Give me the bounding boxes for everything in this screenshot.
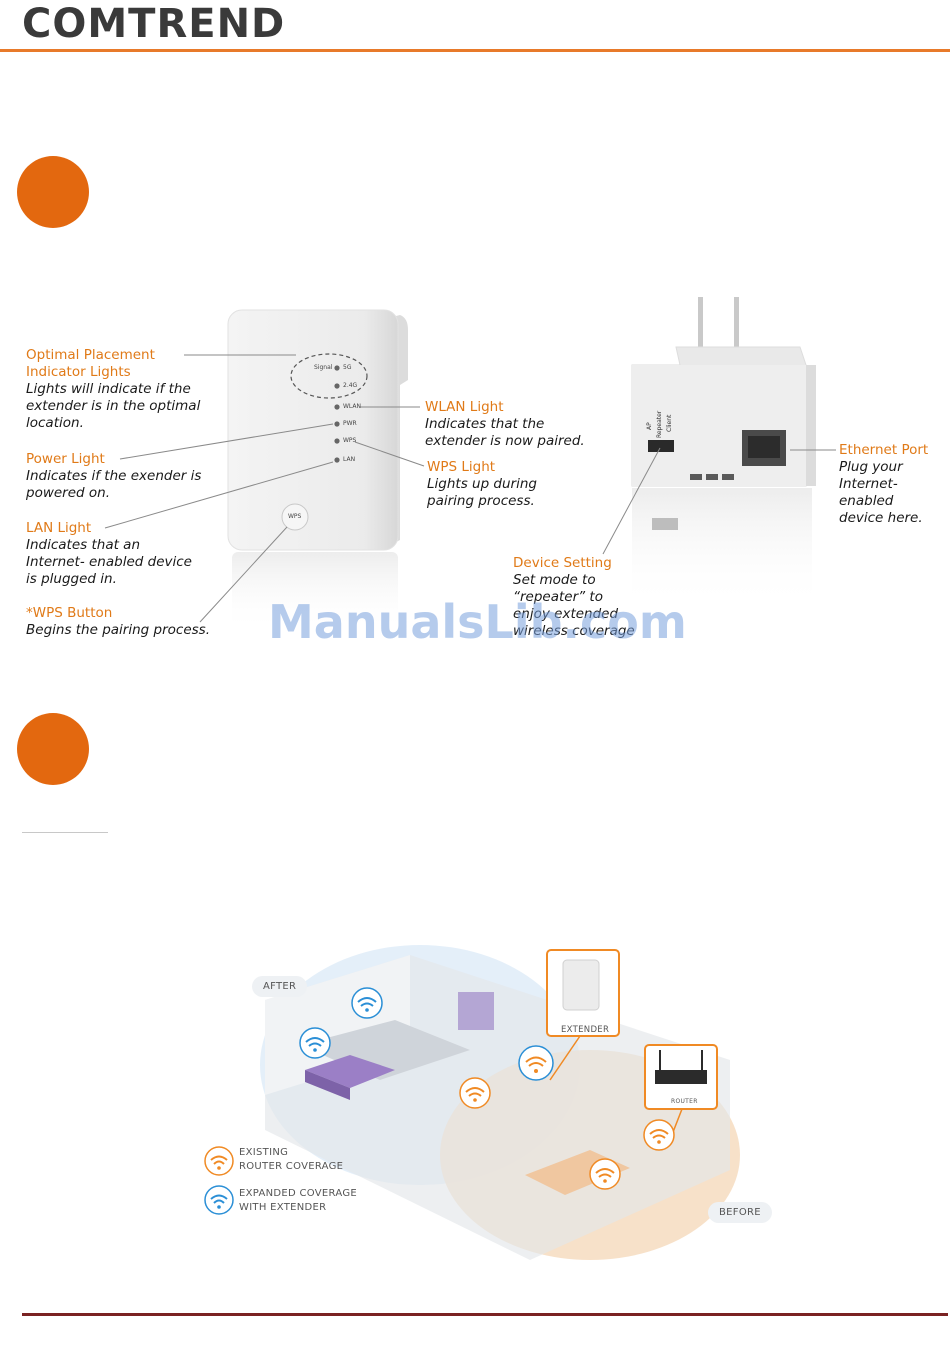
label-wlan: WLAN bbox=[343, 403, 362, 410]
header-rule bbox=[0, 49, 950, 52]
callout-title: *WPS Button bbox=[26, 605, 113, 621]
after-label: AFTER bbox=[252, 976, 308, 997]
callout-device-setting: Device Setting Set mode to “repeater” to… bbox=[513, 555, 635, 640]
callout-optimal-placement: Optimal Placement Indicator Lights Light… bbox=[26, 347, 200, 432]
wifi-orange-icon bbox=[204, 1146, 234, 1176]
callout-desc: Internet- bbox=[839, 476, 898, 492]
callout-wps-button: *WPS Button Begins the pairing process. bbox=[26, 605, 210, 639]
watermark: ManualsLib.com bbox=[268, 595, 687, 649]
extender-side bbox=[602, 297, 836, 608]
callout-desc: Indicates if the exender is bbox=[26, 468, 202, 484]
section-bullet-1 bbox=[17, 156, 89, 228]
label-5g: 5G bbox=[343, 364, 352, 371]
callout-desc: Internet- enabled device bbox=[26, 554, 192, 570]
callout-wps-light: WPS Light Lights up during pairing proce… bbox=[427, 459, 537, 510]
wifi-orange-icon bbox=[643, 1119, 675, 1151]
wifi-blue-icon bbox=[518, 1045, 554, 1081]
callout-title: LAN Light bbox=[26, 520, 92, 536]
switch-label-client: Client bbox=[666, 414, 673, 432]
callout-desc: extender is in the optimal bbox=[26, 398, 201, 414]
callout-desc: enjoy extended bbox=[513, 606, 619, 622]
before-label: BEFORE bbox=[708, 1202, 772, 1223]
label-signal: Signal bbox=[314, 364, 333, 371]
label-2-4g: 2.4G bbox=[343, 382, 358, 389]
wifi-orange-icon bbox=[459, 1077, 491, 1109]
section-bullet-2 bbox=[17, 713, 89, 785]
callout-desc: Indicates that an bbox=[26, 537, 141, 553]
legend-expanded: EXPANDED COVERAGE WITH EXTENDER bbox=[239, 1187, 357, 1215]
legend-text: ROUTER COVERAGE bbox=[239, 1161, 344, 1172]
callout-desc: powered on. bbox=[26, 485, 110, 501]
callout-desc: Plug your bbox=[839, 459, 903, 475]
callout-desc: wireless coverage bbox=[513, 623, 635, 639]
callout-title: WPS Light bbox=[427, 459, 496, 475]
device-illustrations bbox=[104, 297, 836, 632]
short-rule bbox=[22, 832, 108, 833]
legend-text: WITH EXTENDER bbox=[239, 1202, 327, 1213]
callout-desc: enabled bbox=[839, 493, 894, 509]
callout-desc: pairing process. bbox=[427, 493, 535, 509]
callout-desc: extender is now paired. bbox=[425, 433, 585, 449]
callout-desc: Begins the pairing process. bbox=[26, 622, 210, 638]
callout-desc: Lights up during bbox=[427, 476, 537, 492]
label-wps: WPS bbox=[343, 437, 357, 444]
wifi-blue-icon bbox=[351, 987, 383, 1019]
legend-text: EXPANDED COVERAGE bbox=[239, 1188, 357, 1199]
label-pwr: PWR bbox=[343, 420, 357, 427]
callout-desc: Indicates that the bbox=[425, 416, 545, 432]
callout-desc: Lights will indicate if the bbox=[26, 381, 191, 397]
footer-rule bbox=[22, 1313, 948, 1316]
callout-desc: “repeater” to bbox=[513, 589, 603, 605]
callout-desc: Set mode to bbox=[513, 572, 596, 588]
legend-existing: EXISTING ROUTER COVERAGE bbox=[239, 1146, 343, 1174]
callout-lan-light: LAN Light Indicates that an Internet- en… bbox=[26, 520, 192, 588]
callout-title: Device Setting bbox=[513, 555, 612, 571]
callout-title: Indicator Lights bbox=[26, 364, 131, 380]
wifi-blue-icon bbox=[299, 1027, 331, 1059]
switch-label-ap: AP bbox=[646, 422, 653, 430]
router-label: ROUTER bbox=[671, 1098, 698, 1105]
legend-text: EXISTING bbox=[239, 1147, 289, 1158]
callout-desc: location. bbox=[26, 415, 84, 431]
switch-label-repeater: Repeater bbox=[656, 410, 663, 438]
callout-title: Power Light bbox=[26, 451, 105, 467]
callout-ethernet-port: Ethernet Port Plug your Internet- enable… bbox=[839, 442, 928, 527]
wps-button: WPS bbox=[288, 513, 302, 520]
label-lan: LAN bbox=[343, 456, 356, 463]
callout-power-light: Power Light Indicates if the exender is … bbox=[26, 451, 201, 502]
callout-title: WLAN Light bbox=[425, 399, 504, 415]
callout-title: Optimal Placement bbox=[26, 347, 155, 363]
callout-wlan-light: WLAN Light Indicates that the extender i… bbox=[425, 399, 585, 450]
extender-label: EXTENDER bbox=[561, 1025, 610, 1035]
comtrend-logo: COMTREND bbox=[22, 1, 286, 47]
callout-desc: is plugged in. bbox=[26, 571, 117, 587]
wifi-blue-icon bbox=[204, 1185, 234, 1215]
callout-title: Ethernet Port bbox=[839, 442, 929, 458]
extender-front bbox=[104, 309, 425, 632]
callout-desc: device here. bbox=[839, 510, 923, 526]
wifi-orange-icon bbox=[589, 1158, 621, 1190]
coverage-illustration bbox=[204, 945, 740, 1260]
